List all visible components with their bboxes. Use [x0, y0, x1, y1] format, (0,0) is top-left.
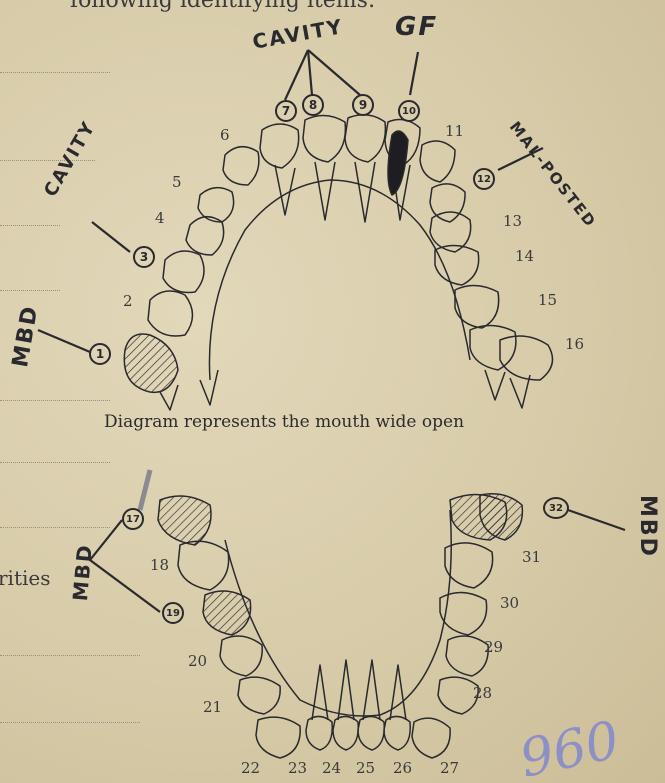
circled-tooth-17: 17: [122, 508, 144, 530]
tooth-number-22: 22: [241, 759, 260, 777]
tooth-number-4: 4: [155, 209, 165, 227]
tooth-number-21: 21: [203, 698, 222, 716]
tooth-number-5: 5: [172, 173, 182, 191]
mbd-label-lower-left: MBD: [68, 542, 97, 602]
tooth-number-13: 13: [503, 212, 522, 230]
mbd-label-lower-right: MBD: [635, 495, 660, 558]
circled-tooth-9: 9: [352, 94, 374, 116]
tooth-number-6: 6: [220, 126, 230, 144]
circled-tooth-10: 10: [398, 100, 420, 122]
tooth-number-23: 23: [288, 759, 307, 777]
tooth-number-31: 31: [522, 548, 541, 566]
tooth-number-24: 24: [322, 759, 341, 777]
tooth-number-20: 20: [188, 652, 207, 670]
tooth-number-16: 16: [565, 335, 584, 353]
tooth-number-15: 15: [538, 291, 557, 309]
tooth-number-30: 30: [500, 594, 519, 612]
tooth-number-2: 2: [123, 292, 133, 310]
circled-tooth-8: 8: [302, 94, 324, 116]
tooth-number-29: 29: [484, 638, 503, 656]
circled-tooth-19: 19: [162, 602, 184, 624]
tooth-number-25: 25: [356, 759, 375, 777]
tooth-number-14: 14: [515, 247, 534, 265]
circled-tooth-1: 1: [89, 343, 111, 365]
tooth-number-26: 26: [393, 759, 412, 777]
diagram-caption: Diagram represents the mouth wide open: [104, 412, 464, 432]
tooth-number-11: 11: [445, 122, 464, 140]
circled-tooth-3: 3: [133, 246, 155, 268]
tooth-number-27: 27: [440, 759, 459, 777]
gf-label: GF: [395, 12, 438, 42]
circled-tooth-7: 7: [275, 100, 297, 122]
tooth-number-28: 28: [473, 684, 492, 702]
tooth-number-18: 18: [150, 556, 169, 574]
circled-tooth-32: 32: [543, 497, 569, 519]
circled-tooth-12: 12: [473, 168, 495, 190]
